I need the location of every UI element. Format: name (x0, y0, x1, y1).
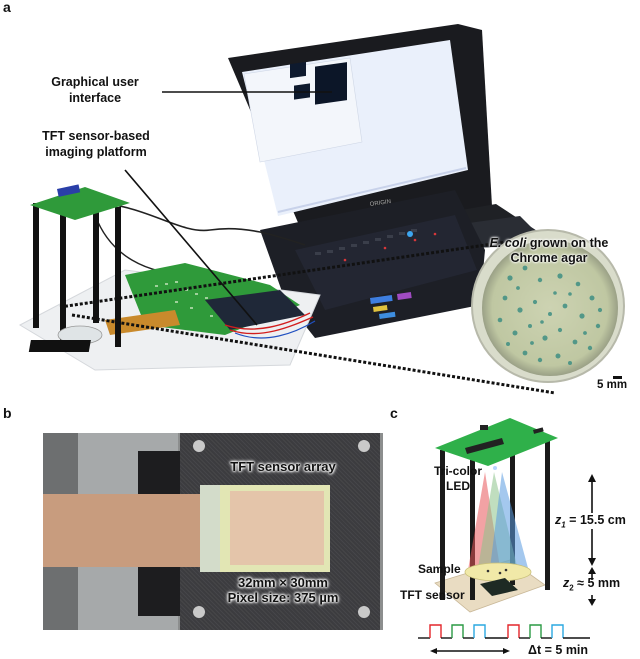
inset-pointer-lines (59, 91, 556, 395)
laptop-brand: ORIGIN (369, 199, 391, 208)
sample-label: Sample (418, 562, 461, 576)
z2-label: z2 ≈ 5 mm (563, 576, 621, 593)
inset-caption: E. coli grown on the Chrome agar (489, 236, 609, 265)
tft-sensor (200, 485, 330, 572)
petri-dish-photo (471, 229, 625, 383)
sensor-specs: 32mm × 30mm Pixel size: 375 µm (227, 575, 339, 605)
screw-icon (193, 606, 205, 618)
callout-gui: Graphical user interface (51, 75, 139, 105)
sensor-array-photo: TFT sensor array 32mm × 30mm Pixel size:… (43, 433, 383, 630)
blue-light-cone (490, 472, 528, 568)
petri-dish-inset: E. coli grown on the Chrome agar (470, 218, 630, 393)
led-label: Tri-color LED (434, 464, 483, 493)
scale-bar-label: 5 mm (597, 379, 628, 391)
sensor-array-title: TFT sensor array (230, 459, 336, 474)
screw-icon (193, 440, 205, 452)
panel-b-label: b (3, 405, 12, 421)
screw-icon (358, 440, 370, 452)
scale-bar (613, 376, 622, 379)
imaging-platform-photo (18, 184, 321, 371)
interval-label: Δt = 5 min (528, 643, 589, 657)
setup-schematic (418, 418, 640, 654)
panel-c-label: c (390, 405, 398, 421)
panel-a-label: a (3, 0, 11, 15)
sensor-label: TFT sensor (400, 588, 465, 602)
pulse-train (418, 624, 590, 639)
callout-imaging-platform: TFT sensor-based imaging platform (42, 129, 150, 159)
screw-icon (358, 606, 370, 618)
z1-label: z1 = 15.5 cm (555, 513, 626, 530)
tft-sensor-chip (480, 578, 518, 596)
sample-dish (464, 562, 532, 582)
